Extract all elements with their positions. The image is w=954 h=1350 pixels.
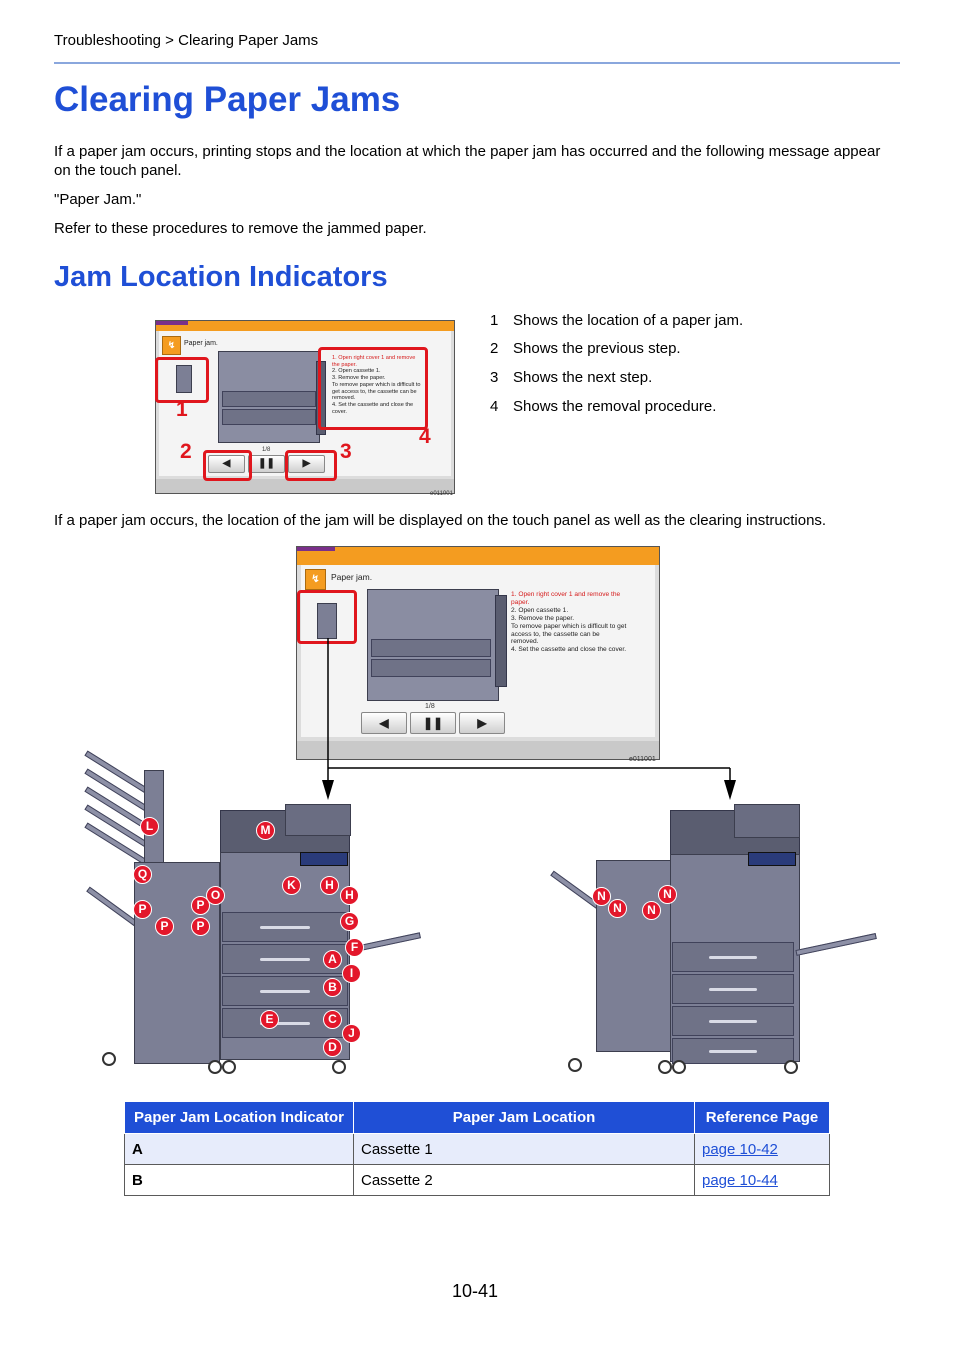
next-step-button[interactable]: ▶: [288, 455, 325, 473]
indicator-cell: A: [124, 1133, 354, 1165]
table-row: B Cassette 2 page 10-44: [124, 1164, 830, 1196]
callout-box-3: [285, 450, 337, 481]
reference-cell: page 10-44: [694, 1164, 830, 1196]
intro-paragraph-2: "Paper Jam.": [54, 191, 142, 208]
page-number: 10-41: [452, 1281, 499, 1301]
column-header: Paper Jam Location: [353, 1101, 695, 1134]
callout-number-1: 1: [176, 398, 188, 421]
removal-procedure-large: 1. Open right cover 1 and remove the pap…: [511, 591, 627, 654]
reference-link[interactable]: page 10-42: [702, 1140, 778, 1158]
page-indicator-large: 1/8: [425, 703, 435, 710]
previous-step-button-large[interactable]: ◀: [361, 712, 407, 734]
indicator-cell: B: [124, 1164, 354, 1196]
jam-marker-p: P: [155, 917, 174, 936]
removal-procedure: 1. Open right cover 1 and remove the pap…: [332, 355, 421, 415]
jam-marker-b: B: [323, 978, 342, 997]
intro-paragraph-1: If a paper jam occurs, printing stops an…: [54, 143, 881, 179]
table-row: A Cassette 1 page 10-42: [124, 1133, 830, 1165]
column-header: Paper Jam Location Indicator: [124, 1101, 354, 1134]
jam-warning-icon-large: ↯: [305, 569, 326, 590]
mini-printer-icon: [176, 365, 192, 393]
jam-warning-icon: ↯: [162, 336, 181, 355]
callout-box-2: [203, 450, 252, 481]
jam-marker-n: N: [642, 901, 661, 920]
jam-marker-g: G: [340, 912, 359, 931]
jam-location-table: Paper Jam Location Indicator Paper Jam L…: [124, 1101, 830, 1196]
jam-marker-i: I: [342, 964, 361, 983]
page-title: Clearing Paper Jams: [54, 80, 401, 119]
jam-marker-l: L: [140, 817, 159, 836]
jam-marker-f: F: [345, 938, 364, 957]
callout-box-location: [297, 590, 357, 644]
jam-marker-d: D: [323, 1038, 342, 1057]
location-cell: Cassette 1: [353, 1133, 695, 1165]
jam-marker-q: Q: [133, 865, 152, 884]
jam-marker-n: N: [592, 887, 611, 906]
printer-left: [80, 740, 421, 1080]
jam-marker-p: P: [191, 917, 210, 936]
next-step-button-large[interactable]: ▶: [459, 712, 505, 734]
jam-marker-n: N: [608, 899, 627, 918]
callout-box-1: [155, 357, 209, 403]
panel-message: Paper jam.: [184, 340, 218, 347]
jam-marker-h: H: [320, 876, 339, 895]
jam-marker-e: E: [260, 1010, 279, 1029]
mini-printer-icon-large: [317, 603, 337, 639]
previous-step-button[interactable]: ◀: [208, 455, 245, 473]
page-indicator: 1/8: [262, 447, 271, 453]
callout-number-2: 2: [180, 440, 192, 463]
image-code: e011001: [430, 491, 453, 497]
reference-link[interactable]: page 10-44: [702, 1171, 778, 1189]
jam-marker-h: H: [340, 886, 359, 905]
touch-panel-large: ↯ Paper jam. 1. Open right cover 1 and r…: [296, 546, 660, 763]
jam-marker-c: C: [323, 1010, 342, 1029]
jam-marker-a: A: [323, 950, 342, 969]
location-cell: Cassette 2: [353, 1164, 695, 1196]
callout-number-4: 4: [419, 425, 431, 448]
jam-marker-p: P: [191, 896, 210, 915]
intro-paragraph-3: Refer to these procedures to remove the …: [54, 220, 427, 237]
panel-message-large: Paper jam.: [331, 572, 373, 582]
jam-marker-n: N: [658, 885, 677, 904]
callout-number-3: 3: [340, 440, 352, 463]
image-code-large: e011001: [629, 756, 656, 763]
breadcrumb: Troubleshooting > Clearing Paper Jams: [54, 32, 319, 49]
callout-box-4: [318, 347, 428, 430]
pause-button-large[interactable]: ❚❚: [410, 712, 456, 734]
jam-marker-k: K: [282, 876, 301, 895]
jam-marker-o: O: [206, 886, 225, 905]
pause-button[interactable]: ❚❚: [248, 455, 285, 473]
table-header-row: Paper Jam Location Indicator Paper Jam L…: [124, 1101, 830, 1134]
jam-marker-p: P: [133, 900, 152, 919]
printer-right: [548, 790, 888, 1080]
column-header: Reference Page: [694, 1101, 830, 1134]
jam-marker-j: J: [342, 1024, 361, 1043]
paragraph-2: If a paper jam occurs, the location of t…: [54, 512, 827, 529]
jam-marker-m: M: [256, 821, 275, 840]
reference-cell: page 10-42: [694, 1133, 830, 1165]
header-rule: [54, 62, 900, 64]
section-title: Jam Location Indicators: [54, 261, 388, 293]
